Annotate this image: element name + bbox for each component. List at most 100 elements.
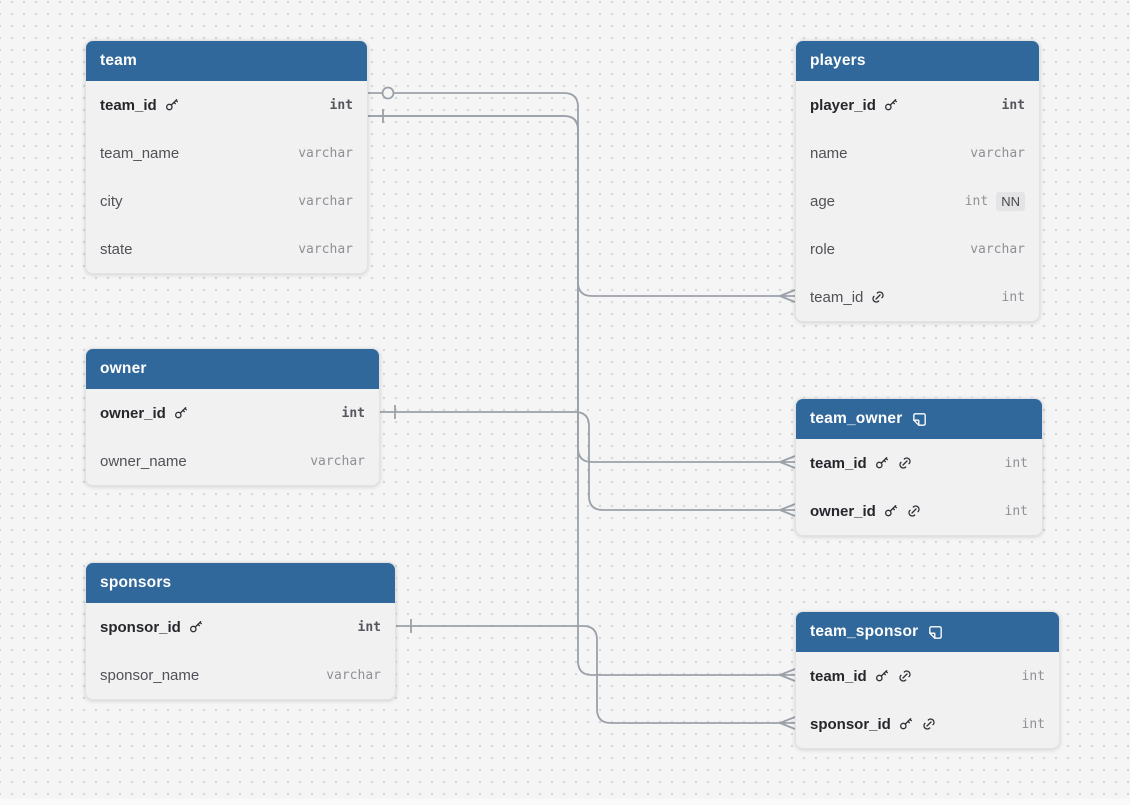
crow-foot-many-marker xyxy=(779,668,796,682)
table-owner[interactable]: owner owner_id int owner_name varchar xyxy=(85,348,380,486)
crow-foot-many-marker xyxy=(779,503,796,517)
field-row-team_sponsor-sponsor_id[interactable]: sponsor_id int xyxy=(796,700,1059,748)
table-title: owner xyxy=(100,360,147,377)
field-name-group: sponsor_id xyxy=(810,716,937,733)
field-name: team_id xyxy=(810,454,867,472)
field-row-team_owner-owner_id[interactable]: owner_id int xyxy=(796,487,1042,535)
foreign-key-icon xyxy=(897,668,913,684)
field-type: int xyxy=(1004,455,1028,471)
field-type: int xyxy=(1001,289,1025,305)
relationship-team-team_id-to-team_owner-team_id[interactable] xyxy=(368,109,796,469)
field-type-group: varchar xyxy=(298,242,353,257)
relationship-endpoint-circle xyxy=(381,86,395,100)
foreign-key-icon xyxy=(870,289,886,305)
field-type-group: varchar xyxy=(970,146,1025,161)
field-name-group: team_id xyxy=(100,97,180,114)
field-row-team-city[interactable]: city varchar xyxy=(86,177,367,225)
primary-key-icon xyxy=(883,503,899,519)
table-header-team[interactable]: team xyxy=(86,41,367,81)
field-name-group: owner_id xyxy=(100,405,189,422)
field-row-team_sponsor-team_id[interactable]: team_id int xyxy=(796,652,1059,700)
primary-key-icon xyxy=(874,668,890,684)
field-type: varchar xyxy=(298,241,353,257)
table-header-owner[interactable]: owner xyxy=(86,349,379,389)
field-type-group: varchar xyxy=(970,242,1025,257)
field-name: state xyxy=(100,240,133,258)
primary-key-icon xyxy=(898,716,914,732)
field-row-team-team_id[interactable]: team_id int xyxy=(86,81,367,129)
field-name-group: owner_name xyxy=(100,453,187,470)
field-name-group: team_id xyxy=(810,668,913,685)
table-header-sponsors[interactable]: sponsors xyxy=(86,563,395,603)
field-type: int xyxy=(964,193,989,209)
foreign-key-icon xyxy=(921,716,937,732)
field-type-group: int xyxy=(1005,504,1028,519)
field-name-group: city xyxy=(100,193,123,210)
primary-key-icon xyxy=(883,97,899,113)
field-type: int xyxy=(1001,97,1025,113)
field-row-sponsors-sponsor_id[interactable]: sponsor_id int xyxy=(86,603,395,651)
field-name-group: sponsor_name xyxy=(100,667,199,684)
table-header-team_sponsor[interactable]: team_sponsor xyxy=(796,612,1059,652)
table-header-team_owner[interactable]: team_owner xyxy=(796,399,1042,439)
field-name: owner_id xyxy=(100,404,166,422)
table-header-players[interactable]: players xyxy=(796,41,1039,81)
field-type: varchar xyxy=(298,145,353,161)
field-type: varchar xyxy=(310,453,365,469)
foreign-key-icon xyxy=(897,455,913,471)
field-name-group: team_id xyxy=(810,289,886,306)
foreign-key-icon xyxy=(906,503,922,519)
field-name-group: owner_id xyxy=(810,503,922,520)
field-row-team_owner-team_id[interactable]: team_id int xyxy=(796,439,1042,487)
field-type-group: int xyxy=(1022,717,1045,732)
relationship-owner-owner_id-to-team_owner-owner_id[interactable] xyxy=(380,405,796,517)
field-type: varchar xyxy=(970,145,1025,161)
field-row-players-team_id[interactable]: team_id int xyxy=(796,273,1039,321)
table-sponsors[interactable]: sponsors sponsor_id int sponsor_name varchar xyxy=(85,562,396,700)
field-type-group: int xyxy=(1002,290,1025,305)
relationship-team-team_id-to-players-team_id[interactable] xyxy=(368,86,796,303)
field-name: team_id xyxy=(810,667,867,685)
field-name: sponsor_id xyxy=(810,715,891,733)
field-row-players-name[interactable]: name varchar xyxy=(796,129,1039,177)
field-row-sponsors-sponsor_name[interactable]: sponsor_name varchar xyxy=(86,651,395,699)
crow-foot-many-marker xyxy=(779,455,796,469)
field-type-group: varchar xyxy=(298,146,353,161)
table-title: players xyxy=(810,52,866,69)
field-type: int xyxy=(1021,716,1045,732)
field-name-group: sponsor_id xyxy=(100,619,204,636)
field-name: sponsor_id xyxy=(100,618,181,636)
field-type-group: int xyxy=(1005,456,1028,471)
field-row-owner-owner_name[interactable]: owner_name varchar xyxy=(86,437,379,485)
field-type: int xyxy=(357,619,381,635)
table-title: team_owner xyxy=(810,410,903,427)
table-title: team xyxy=(100,52,137,69)
note-icon xyxy=(911,411,928,428)
field-row-team-state[interactable]: state varchar xyxy=(86,225,367,273)
relationship-team-team_id-to-team_sponsor-team_id[interactable] xyxy=(368,115,796,682)
field-row-owner-owner_id[interactable]: owner_id int xyxy=(86,389,379,437)
primary-key-icon xyxy=(164,97,180,113)
field-name: name xyxy=(810,144,848,162)
field-type-group: int xyxy=(1002,98,1025,113)
field-type: int xyxy=(329,97,353,113)
crow-foot-many-marker xyxy=(779,716,796,730)
table-title: team_sponsor xyxy=(810,623,919,640)
field-type: varchar xyxy=(326,667,381,683)
field-name-group: state xyxy=(100,241,133,258)
field-type-group: int xyxy=(342,406,365,421)
field-type-group: varchar xyxy=(298,194,353,209)
field-type-group: int xyxy=(1022,669,1045,684)
field-type: int xyxy=(341,405,365,421)
not-null-badge: NN xyxy=(996,191,1025,211)
relationship-sponsors-sponsor_id-to-team_sponsor-sponsor_id[interactable] xyxy=(396,619,796,730)
